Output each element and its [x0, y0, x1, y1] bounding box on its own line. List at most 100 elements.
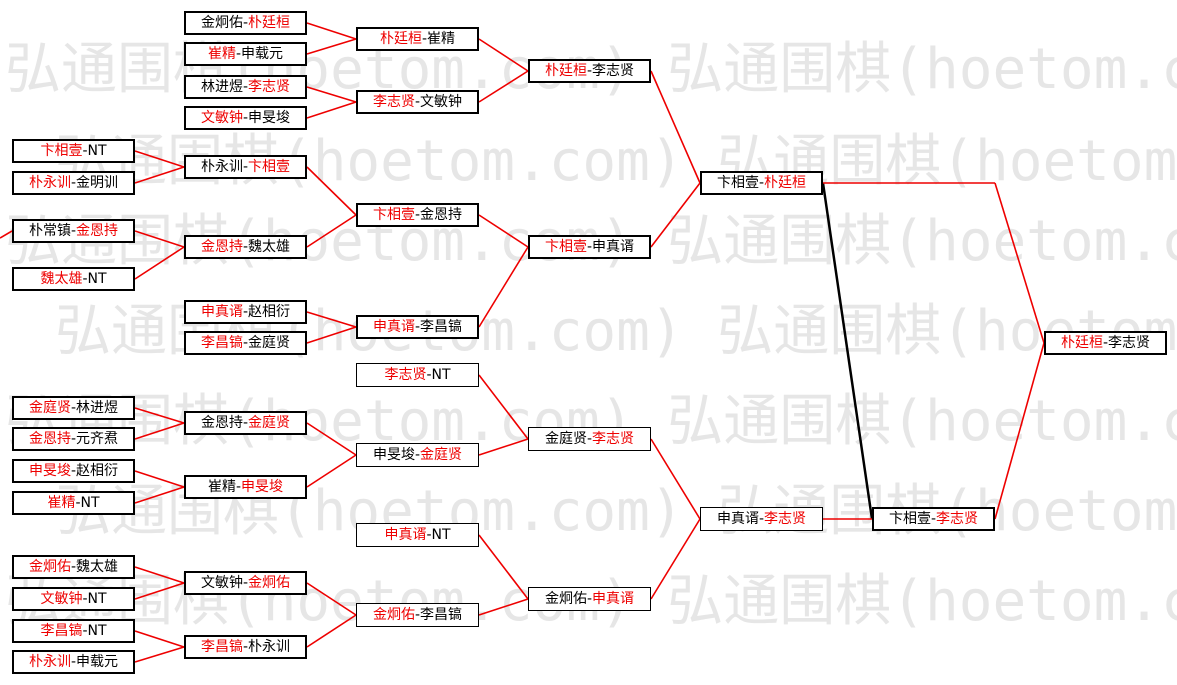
- match-box[interactable]: 崔精-申载元: [184, 42, 307, 66]
- player-a: 李昌镐: [200, 335, 243, 351]
- match-box[interactable]: 魏太雄-NT: [12, 267, 135, 291]
- bracket-connector: [306, 101, 357, 119]
- match-box[interactable]: 李志贤-NT: [356, 363, 479, 387]
- player-a: 朴廷桓: [379, 31, 422, 47]
- match-box[interactable]: 文敏钟-金炯佑: [184, 571, 307, 595]
- match-box[interactable]: 林进煜-李志贤: [184, 75, 307, 99]
- bracket-connector: [134, 470, 185, 488]
- player-a: 林进煜: [200, 79, 243, 95]
- bracket-connector: [650, 182, 701, 248]
- match-box[interactable]: 申旻埈-赵相衍: [12, 459, 135, 483]
- match-box[interactable]: 金炯佑-魏太雄: [12, 555, 135, 579]
- match-box[interactable]: 申真谞-NT: [356, 523, 479, 547]
- player-b: 文敏钟: [420, 94, 463, 110]
- match-box[interactable]: 申真谞-赵相衍: [184, 300, 307, 324]
- match-box[interactable]: 金炯佑-申真谞: [528, 587, 651, 611]
- bracket-connector: [134, 486, 185, 504]
- player-a: 朴廷桓: [1060, 335, 1103, 351]
- player-b: 李志贤: [764, 511, 807, 527]
- bracket-connector: [306, 582, 357, 616]
- match-box[interactable]: 卞相壹-NT: [12, 139, 135, 163]
- player-a: 李昌镐: [40, 623, 83, 639]
- player-b: 申旻埈: [248, 110, 291, 126]
- bracket-connector: [994, 182, 1045, 344]
- player-a: 卞相壹: [888, 511, 931, 527]
- match-box[interactable]: 金庭贤-李志贤: [528, 427, 651, 451]
- match-box[interactable]: 朴永训-卞相壹: [184, 155, 307, 179]
- match-box[interactable]: 文敏钟-NT: [12, 587, 135, 611]
- match-box[interactable]: 金炯佑-朴廷桓: [184, 11, 307, 35]
- bracket-connector: [478, 598, 529, 616]
- match-box[interactable]: 文敏钟-申旻埈: [184, 106, 307, 130]
- player-a: 金炯佑: [372, 607, 415, 623]
- match-box[interactable]: 申旻埈-金庭贤: [356, 443, 479, 467]
- player-b: 金炯佑: [248, 575, 291, 591]
- match-box[interactable]: 卞相壹-金恩持: [356, 203, 479, 227]
- player-a: 朴常镇: [28, 223, 71, 239]
- match-box[interactable]: 金庭贤-林进煜: [12, 396, 135, 420]
- match-box[interactable]: 卞相壹-申真谞: [528, 235, 651, 259]
- player-a: 崔精: [207, 479, 236, 495]
- final-match-box[interactable]: 朴廷桓-李志贤: [1044, 331, 1167, 355]
- bracket-connector: [306, 311, 357, 328]
- player-b: 申载元: [76, 654, 119, 670]
- bracket-connector: [994, 342, 1045, 520]
- match-box[interactable]: 朴廷桓-李志贤: [528, 59, 651, 83]
- bracket-connector: [650, 70, 701, 184]
- player-b: 申载元: [241, 46, 284, 62]
- bracket-connector: [478, 534, 529, 600]
- player-b: 朴永训: [248, 639, 291, 655]
- player-b: NT: [87, 591, 107, 607]
- bracket-connector: [134, 246, 185, 280]
- bracket-connector: [306, 214, 357, 248]
- player-a: 申真谞: [372, 319, 415, 335]
- player-b: 李昌镐: [420, 319, 463, 335]
- player-b: 李昌镐: [420, 607, 463, 623]
- bracket-connector: [134, 230, 185, 248]
- match-box[interactable]: 申真谞-李志贤: [700, 507, 823, 531]
- player-a: 崔精: [47, 495, 76, 511]
- bracket-connector: [0, 230, 13, 239]
- player-a: 申真谞: [716, 511, 759, 527]
- player-b: 赵相衍: [76, 463, 119, 479]
- match-box[interactable]: 李昌镐-金庭贤: [184, 331, 307, 355]
- player-b: NT: [87, 623, 107, 639]
- match-box[interactable]: 朴常镇-金恩持: [12, 219, 135, 243]
- bracket-connector: [134, 166, 185, 184]
- match-box[interactable]: 金恩持-元齐焄: [12, 427, 135, 451]
- player-a: 卞相壹: [40, 143, 83, 159]
- bracket-connector: [306, 326, 357, 344]
- player-b: 赵相衍: [248, 304, 291, 320]
- match-box[interactable]: 崔精-申旻埈: [184, 475, 307, 499]
- match-box[interactable]: 卞相壹-朴廷桓: [700, 171, 823, 195]
- bracket-connector: [650, 438, 701, 520]
- player-a: 魏太雄: [40, 271, 83, 287]
- player-b: 金明训: [76, 175, 119, 191]
- match-box[interactable]: 金炯佑-李昌镐: [356, 603, 479, 627]
- match-box[interactable]: 卞相壹-李志贤: [872, 507, 995, 531]
- match-box[interactable]: 申真谞-李昌镐: [356, 315, 479, 339]
- player-a: 朴廷桓: [544, 63, 587, 79]
- player-b: 元齐焄: [76, 431, 119, 447]
- match-box[interactable]: 朴廷桓-崔精: [356, 27, 479, 51]
- match-box[interactable]: 李志贤-文敏钟: [356, 90, 479, 114]
- player-a: 文敏钟: [200, 575, 243, 591]
- bracket-connector: [478, 70, 529, 103]
- bracket-connector: [821, 182, 874, 520]
- match-box[interactable]: 崔精-NT: [12, 491, 135, 515]
- match-box[interactable]: 朴永训-金明训: [12, 171, 135, 195]
- match-box[interactable]: 金恩持-魏太雄: [184, 235, 307, 259]
- player-a: 申真谞: [200, 304, 243, 320]
- match-box[interactable]: 李昌镐-NT: [12, 619, 135, 643]
- player-a: 金炯佑: [200, 15, 243, 31]
- match-box[interactable]: 李昌镐-朴永训: [184, 635, 307, 659]
- match-box[interactable]: 金恩持-金庭贤: [184, 411, 307, 435]
- bracket-connector: [134, 422, 185, 440]
- player-a: 申旻埈: [372, 447, 415, 463]
- bracket-connector: [306, 86, 357, 103]
- bracket-connector: [134, 407, 185, 424]
- bracket-connector: [650, 518, 701, 600]
- player-b: 魏太雄: [248, 239, 291, 255]
- match-box[interactable]: 朴永训-申载元: [12, 650, 135, 674]
